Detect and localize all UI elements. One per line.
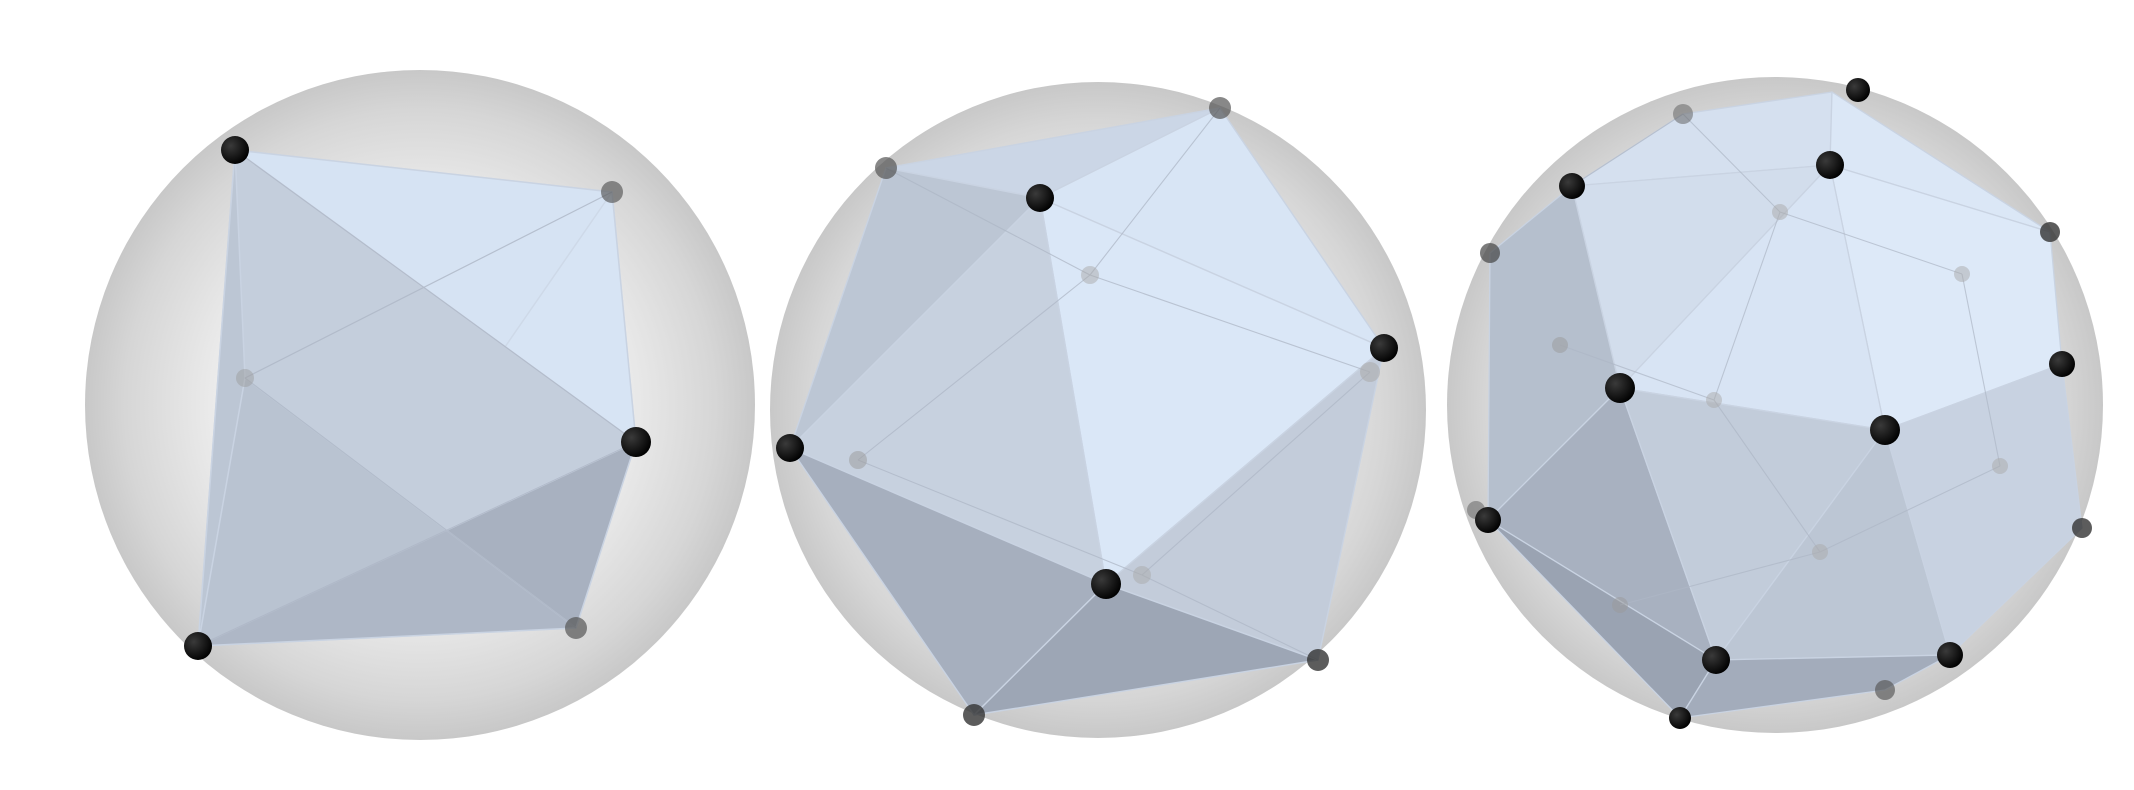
polyhedron-faces [197, 149, 637, 647]
polyhedron-edges [197, 149, 637, 647]
vertex [621, 427, 651, 457]
hidden-vertex [849, 451, 867, 469]
polyhedron-edges [1559, 113, 2001, 606]
hidden-vertex [1133, 566, 1151, 584]
vertex [1559, 173, 1585, 199]
face [973, 583, 1319, 716]
hidden-vertex [1673, 104, 1693, 124]
hidden-vertex [1552, 337, 1568, 353]
hidden-vertex [601, 181, 623, 203]
hidden-vertex [1081, 266, 1099, 284]
hidden-vertex [1307, 649, 1329, 671]
hidden-vertex [1706, 392, 1722, 408]
hidden-vertex [2040, 222, 2060, 242]
hidden-vertex [1360, 362, 1380, 382]
polyhedron-edges [857, 107, 1371, 661]
vertex [1702, 646, 1730, 674]
vertex [1605, 373, 1635, 403]
vertex [776, 434, 804, 462]
vertex [1937, 642, 1963, 668]
hidden-vertex [1772, 204, 1788, 220]
hidden-vertex [565, 617, 587, 639]
hidden-vertex [236, 369, 254, 387]
hidden-vertex [1812, 544, 1828, 560]
panel-octahedron [85, 70, 755, 740]
hidden-vertex [1612, 597, 1628, 613]
hidden-vertex [1209, 97, 1231, 119]
polyhedron-faces [789, 107, 1385, 716]
vertex [1475, 507, 1501, 533]
vertex [184, 632, 212, 660]
hidden-vertex [875, 157, 897, 179]
vertex [1846, 78, 1870, 102]
vertex [1091, 569, 1121, 599]
hidden-vertex [2072, 518, 2092, 538]
hidden-vertex [963, 704, 985, 726]
vertex [1026, 184, 1054, 212]
vertex [1870, 415, 1900, 445]
vertex [1669, 707, 1691, 729]
polyhedron-faces [1487, 91, 2083, 719]
vertex [221, 136, 249, 164]
panel-icosahedron [770, 82, 1426, 738]
hidden-vertex [1954, 266, 1970, 282]
vertex [1370, 334, 1398, 362]
panel-snub-cube [1447, 77, 2103, 733]
hidden-vertex [1992, 458, 2008, 474]
hidden-vertex [1480, 243, 1500, 263]
vertex [2049, 351, 2075, 377]
vertex [1816, 151, 1844, 179]
hidden-vertex [1875, 680, 1895, 700]
